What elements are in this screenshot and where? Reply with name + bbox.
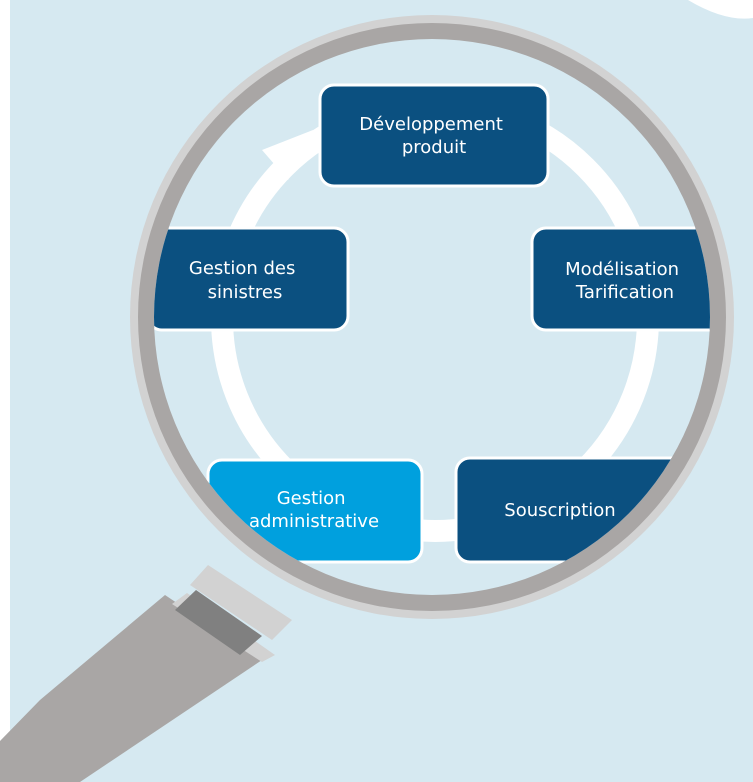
stage-line: Gestion — [277, 488, 346, 509]
stage-line: produit — [402, 137, 466, 158]
stage-label: Modélisation Tarification — [565, 259, 685, 303]
stage-gestion-sinistres: Gestion des sinistres — [154, 226, 350, 332]
stage-line: administrative — [249, 511, 379, 532]
stage-line: Gestion des — [189, 258, 295, 279]
stage-line: Tarification — [575, 282, 674, 303]
stage-line: Développement — [359, 114, 503, 135]
magnifier-handle — [0, 565, 292, 782]
corner-shape — [688, 0, 753, 19]
cycle-arrow-icon — [262, 130, 313, 180]
stage-modelisation: Modélisation Tarification — [530, 226, 710, 332]
stage-line: Modélisation — [565, 259, 679, 280]
stage-line: Souscription — [504, 500, 615, 521]
stage-label: Gestion administrative — [249, 488, 379, 532]
stage-label: Gestion des sinistres — [189, 258, 301, 303]
lens-glass — [154, 39, 710, 595]
left-white-strip — [0, 0, 10, 782]
stage-line: sinistres — [208, 282, 283, 303]
stage-gestion-administrative: Gestion administrative — [206, 458, 424, 564]
stage-developpement: Développement produit — [318, 83, 550, 188]
stage-label: Développement produit — [359, 114, 508, 158]
stage-label: Souscription — [504, 500, 615, 521]
